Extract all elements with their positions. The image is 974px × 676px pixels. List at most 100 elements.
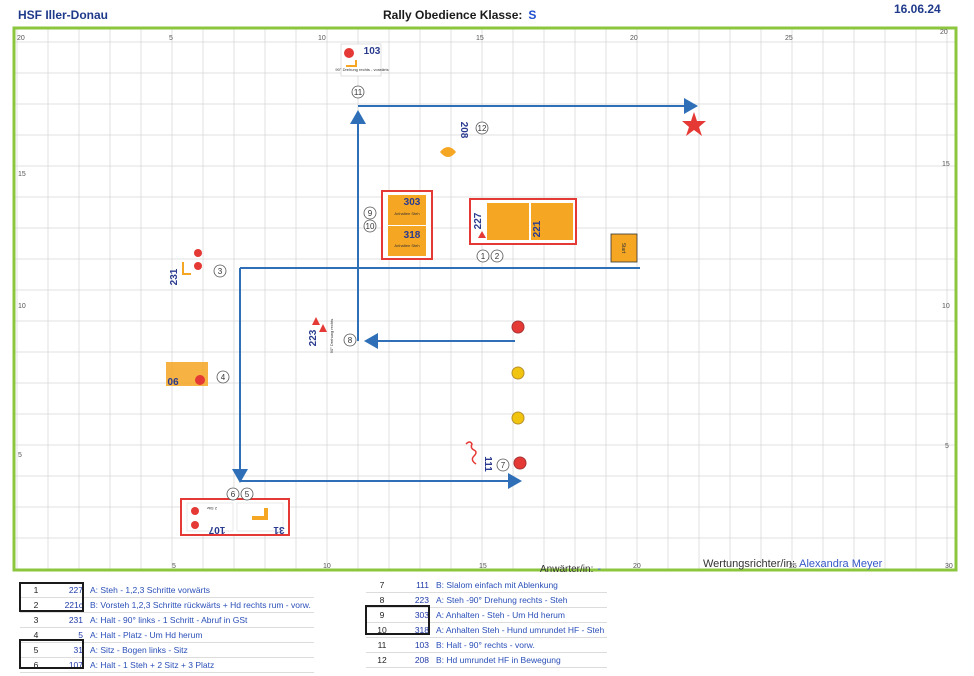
row-description: A: Halt - 1 Steh + 2 Sitz + 3 Platz <box>90 660 215 670</box>
sign-code: 227 <box>473 212 484 229</box>
station-number: 10 <box>366 222 375 231</box>
sign-111: 111 <box>465 441 493 472</box>
row-description: A: Steh - 1,2,3 Schritte vorwärts <box>90 585 210 595</box>
axis-top-label: 25 <box>785 35 793 42</box>
arc-left-icon <box>252 508 268 520</box>
club-name: HSF Iller-Donau <box>18 8 109 22</box>
candidate-label: Anwärter/in: <box>540 564 594 575</box>
halt-icon <box>344 48 354 58</box>
turn-left-icon <box>182 262 191 275</box>
sign-text: Anhalten Steh <box>394 243 419 248</box>
halt-icon <box>194 249 202 257</box>
row-code: 318 <box>414 625 429 635</box>
row-number: 9 <box>379 610 385 620</box>
course-date: 16.06.24 <box>894 2 941 16</box>
row-description: A: Sitz - Bogen links - Sitz <box>90 645 188 655</box>
sign-208: 208 <box>440 122 469 157</box>
station-number: 11 <box>354 88 363 97</box>
judge-field: Wertungsrichter/in:Alexandra Meyer <box>703 558 882 570</box>
station-number: 1 <box>481 252 486 261</box>
start-sign <box>610 233 638 263</box>
row-number: 12 <box>377 655 387 665</box>
row-description: B: Slalom einfach mit Ablenkung <box>436 580 558 590</box>
row-code: 103 <box>414 640 429 650</box>
course-grid <box>14 28 956 570</box>
row-number: 2 <box>33 600 39 610</box>
row-description: A: Halt - 90° links - 1 Schritt - Abruf … <box>90 615 248 625</box>
station-number: 2 <box>495 252 500 261</box>
axis-right-label: 5 <box>945 443 949 450</box>
row-number: 10 <box>377 625 387 635</box>
axis-bottom-label: 5 <box>172 563 176 570</box>
row-description: A: Anhalten Steh - Hund umrundet HF - St… <box>436 625 605 635</box>
row-description: A: Halt - Platz - Um Hd herum <box>90 630 203 640</box>
sign-223: 223 90° Drehung rechts <box>308 317 334 353</box>
axis-bottom-label: 30 <box>945 563 953 570</box>
axis-left-label: 5 <box>18 452 22 459</box>
title-text: Rally Obedience Klasse: <box>383 8 523 22</box>
row-description: A: Steh -90° Drehung rechts - Steh <box>436 595 568 605</box>
cone-red <box>513 456 527 470</box>
sign-text: Anhalten Steh <box>394 211 419 216</box>
class-value: S <box>528 8 537 22</box>
slalom-icon <box>465 441 477 465</box>
axis-top-label: 20 <box>940 29 948 36</box>
axis-bottom-label: 20 <box>633 563 641 570</box>
row-code: 5 <box>78 630 83 640</box>
sign-text: 90° Drehung rechts <box>329 319 334 354</box>
row-description: B: Hd umrundet HF in Bewegung <box>436 655 561 665</box>
station-markers: 1 2 3 4 5 6 7 8 9 10 11 12 <box>213 85 510 501</box>
sign-code: 231 <box>169 268 180 285</box>
sign-code: 223 <box>308 329 319 346</box>
station-number: 8 <box>348 336 353 345</box>
sign-code: 318 <box>404 230 421 241</box>
row-code: 303 <box>414 610 429 620</box>
row-number: 3 <box>33 615 39 625</box>
sign-code: 90 <box>167 375 179 386</box>
halt-icon <box>191 507 199 515</box>
row-description: B: Halt - 90° rechts - vorw. <box>436 640 535 650</box>
station-number: 9 <box>368 209 373 218</box>
station-number: 5 <box>245 490 250 499</box>
axis-top-label: 20 <box>17 35 25 42</box>
row-number: 1 <box>33 585 39 595</box>
halt-icon <box>194 262 202 270</box>
table-row: 10 318 A: Anhalten Steh - Hund umrundet HF… <box>366 623 608 638</box>
sign-code: 31 <box>273 524 285 535</box>
judge-label: Wertungsrichter/in: <box>703 558 796 570</box>
row-code: 223 <box>414 595 429 605</box>
finish-star-icon <box>682 112 706 136</box>
axis-right-label: 15 <box>942 161 950 168</box>
row-code: 31 <box>73 645 83 655</box>
row-code: 221c <box>64 600 83 610</box>
sign-103: 103 90° Drehung rechts - vorwärts <box>335 43 389 77</box>
axis-bottom-label: 25 <box>789 563 797 570</box>
row-code: 111 <box>416 580 429 590</box>
stand-icon <box>478 231 486 238</box>
sign-group-303-318: 303 Anhalten Steh 318 Anhalten Steh <box>381 190 433 260</box>
judge-value: Alexandra Meyer <box>799 558 883 570</box>
row-code: 208 <box>414 655 429 665</box>
axis-bottom-label: 15 <box>479 563 487 570</box>
sign-code: 303 <box>404 197 421 208</box>
sign-text: 90° Drehung rechts - vorwärts <box>335 67 388 72</box>
course-title: Rally Obedience Klasse: S <box>383 8 536 22</box>
table-row: 12 208 B: Hd umrundet HF in Bewegung <box>366 653 608 668</box>
course-map: 20 5 10 15 20 25 20 5 10 15 20 25 30 15 … <box>12 26 958 572</box>
candidate-field: Anwärter/in:- <box>540 563 601 575</box>
course-border <box>12 26 958 572</box>
axis-bottom-label: 10 <box>323 563 331 570</box>
sign-code: 221 <box>532 220 543 237</box>
sign-code: 111 <box>482 456 493 472</box>
candidate-value: - <box>597 563 602 575</box>
station-number: 3 <box>218 267 223 276</box>
start-label: Start <box>620 243 626 254</box>
